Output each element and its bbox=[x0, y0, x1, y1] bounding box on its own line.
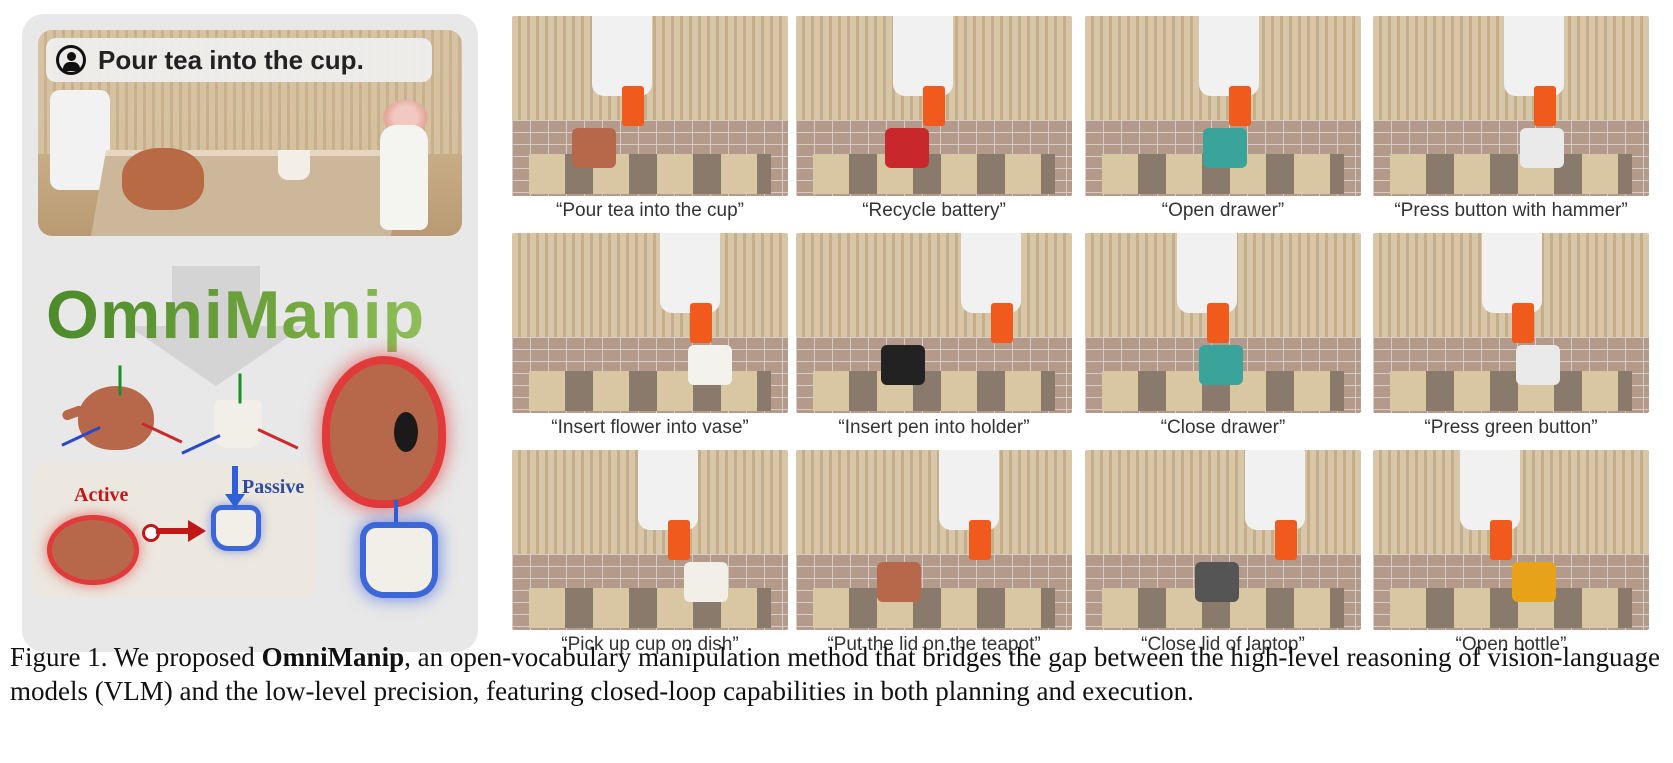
highlighted-teapot bbox=[330, 364, 438, 500]
omnimanip-title: OmniManip bbox=[46, 277, 426, 353]
task-photo bbox=[512, 233, 788, 413]
robot-arm bbox=[50, 90, 110, 190]
active-passive-illustration: Active Passive bbox=[32, 462, 316, 598]
highlighted-cup bbox=[366, 528, 432, 592]
caption-bold: OmniManip bbox=[261, 642, 405, 672]
task-caption: “Open bottle” bbox=[1455, 634, 1567, 655]
active-label: Active bbox=[74, 484, 129, 506]
task-caption: “Open drawer” bbox=[1161, 200, 1285, 221]
vase-object bbox=[380, 125, 428, 230]
scene-photo: Pour tea into the cup. bbox=[38, 30, 462, 236]
figure-caption: Figure 1. We proposed OmniManip, an open… bbox=[10, 640, 1660, 708]
task-photo bbox=[1085, 450, 1361, 630]
teapot-object bbox=[122, 148, 204, 210]
task-photo bbox=[1085, 16, 1361, 196]
task-photo bbox=[512, 16, 788, 196]
pour-direction bbox=[394, 500, 398, 534]
task-photo bbox=[1373, 16, 1649, 196]
task-photo bbox=[796, 16, 1072, 196]
figure-label: Figure 1. bbox=[10, 642, 108, 672]
task-photo bbox=[1373, 233, 1649, 413]
task-photo bbox=[796, 233, 1072, 413]
task-photo bbox=[1373, 450, 1649, 630]
task-caption: “Insert pen into holder” bbox=[838, 417, 1030, 438]
method-overview-panel: Pour tea into the cup. OmniManip Active … bbox=[22, 14, 478, 652]
passive-label: Passive bbox=[242, 476, 305, 498]
caption-post: , an open-vocabulary manipulation method… bbox=[10, 642, 1660, 706]
cup-object bbox=[278, 150, 310, 180]
task-caption: “Pour tea into the cup” bbox=[556, 200, 744, 221]
task-caption: “Close drawer” bbox=[1160, 417, 1286, 438]
instruction-bubble: Pour tea into the cup. bbox=[46, 38, 432, 82]
task-caption: “Press green button” bbox=[1424, 417, 1598, 438]
instruction-text: Pour tea into the cup. bbox=[98, 44, 364, 75]
task-caption: “Close lid of laptop” bbox=[1141, 634, 1305, 655]
caption-pre: We proposed bbox=[113, 642, 262, 672]
task-caption: “Pick up cup on dish” bbox=[561, 634, 739, 655]
task-photo bbox=[1085, 233, 1361, 413]
task-caption: “Put the lid on the teapot” bbox=[827, 634, 1041, 655]
task-caption: “Recycle battery” bbox=[862, 200, 1006, 221]
task-photo bbox=[512, 450, 788, 630]
task-caption: “Insert flower into vase” bbox=[551, 417, 749, 438]
task-photo bbox=[796, 450, 1072, 630]
task-caption: “Press button with hammer” bbox=[1394, 200, 1628, 221]
user-icon bbox=[56, 45, 86, 75]
